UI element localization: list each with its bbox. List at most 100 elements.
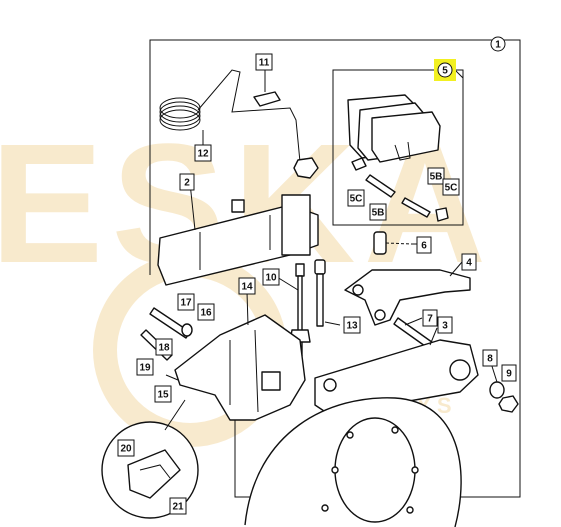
callout-box (442, 178, 460, 196)
callout-label: 13 (346, 321, 358, 332)
pin-leader (385, 242, 413, 245)
callout-box (154, 385, 172, 403)
callout-label: 16 (200, 308, 212, 319)
arm-pivot-hole (352, 284, 364, 296)
callout-8: 8 (482, 349, 498, 367)
callout-19: 19 (136, 358, 154, 376)
callout-label: 7 (427, 314, 433, 325)
callout-layer: 15111225C5B5B5C6410141716137318191589202… (117, 36, 517, 515)
retaining-clip (253, 70, 281, 107)
callout-label: 10 (265, 273, 277, 284)
callout-label: 18 (158, 343, 170, 354)
lock-nut (498, 395, 519, 413)
lever-eye (449, 359, 471, 381)
callout-5: 5 (434, 59, 456, 81)
callout-label: 5B (430, 172, 443, 183)
leader-lines (165, 130, 498, 383)
callout-3: 3 (437, 316, 453, 334)
caliper-port (261, 371, 281, 391)
callout-box (422, 309, 438, 327)
callout-label: 21 (172, 502, 184, 513)
mounting-bolt (314, 259, 326, 327)
callout-box (369, 203, 387, 221)
callout-label: 2 (184, 178, 190, 189)
callout-label: 17 (180, 298, 192, 309)
callout-box (427, 167, 445, 185)
callout-label: 15 (157, 390, 169, 401)
callout-label: 4 (466, 258, 472, 269)
callout-box (437, 316, 453, 334)
callout-box (482, 349, 498, 367)
callout-label: 5 (442, 66, 448, 77)
callout-label: 3 (442, 321, 448, 332)
guide-pin (373, 231, 387, 255)
callout-box (437, 62, 453, 78)
lever-hole (323, 378, 337, 392)
callout-box (194, 144, 212, 162)
callout-label: 14 (241, 282, 253, 293)
callout-box (416, 236, 432, 254)
operating-lever (314, 339, 479, 416)
brake-disc (244, 397, 462, 527)
callout-13: 13 (343, 316, 361, 334)
arm-link-hole (374, 309, 386, 321)
callout-2: 2 (179, 173, 195, 191)
callout-10: 10 (262, 268, 280, 286)
callout-14: 14 (238, 277, 256, 295)
long-bolt (289, 263, 311, 357)
callout-box (238, 277, 256, 295)
callout-box (347, 189, 365, 207)
callout-label: 1 (495, 40, 501, 51)
callout-17: 17 (177, 293, 195, 311)
callout-5c-a: 5C (347, 189, 365, 207)
callout-label: 19 (139, 363, 151, 374)
callout-label: 5C (350, 194, 363, 205)
callout-9: 9 (501, 364, 517, 382)
pad-fasteners (351, 157, 449, 222)
return-spring (159, 69, 301, 163)
pad-kit-frame (332, 69, 464, 226)
callout-box (117, 439, 135, 457)
callout-4: 4 (461, 253, 477, 271)
callout-label: 8 (487, 354, 493, 365)
callout-7: 7 (422, 309, 438, 327)
callout-5b-b: 5B (427, 167, 445, 185)
callout-box (155, 338, 173, 356)
callout-20: 20 (117, 439, 135, 457)
callout-15: 15 (154, 385, 172, 403)
caliper-body (174, 314, 306, 421)
callout-5b-a: 5B (369, 203, 387, 221)
callout-box (490, 36, 506, 52)
callout-box (197, 303, 215, 321)
callout-label: 9 (506, 369, 512, 380)
callout-box (169, 497, 187, 515)
callout-box (177, 293, 195, 311)
callout-box (136, 358, 154, 376)
washer (489, 381, 505, 399)
callout-label: 12 (197, 149, 209, 160)
callout-11: 11 (255, 53, 273, 71)
callout-5c-b: 5C (442, 178, 460, 196)
callout-6: 6 (416, 236, 432, 254)
callout-16: 16 (197, 303, 215, 321)
brake-pads (347, 94, 441, 163)
callout-box (255, 53, 273, 71)
callout-label: 6 (421, 241, 427, 252)
callout-18: 18 (155, 338, 173, 356)
callout-label: 5C (445, 183, 458, 194)
callout-12: 12 (194, 144, 212, 162)
callout-label: 11 (259, 58, 270, 69)
assembly-frame (149, 39, 521, 498)
pad-carrier-bracket (157, 194, 319, 286)
callout-box (461, 253, 477, 271)
callout-box (262, 268, 280, 286)
callout-21: 21 (169, 497, 187, 515)
callout-box (501, 364, 517, 382)
pad-kit-leader (454, 69, 464, 79)
callout-label: 20 (120, 444, 132, 455)
callout-box (343, 316, 361, 334)
callout-label: 5B (372, 208, 385, 219)
bracket-nut (293, 157, 319, 179)
